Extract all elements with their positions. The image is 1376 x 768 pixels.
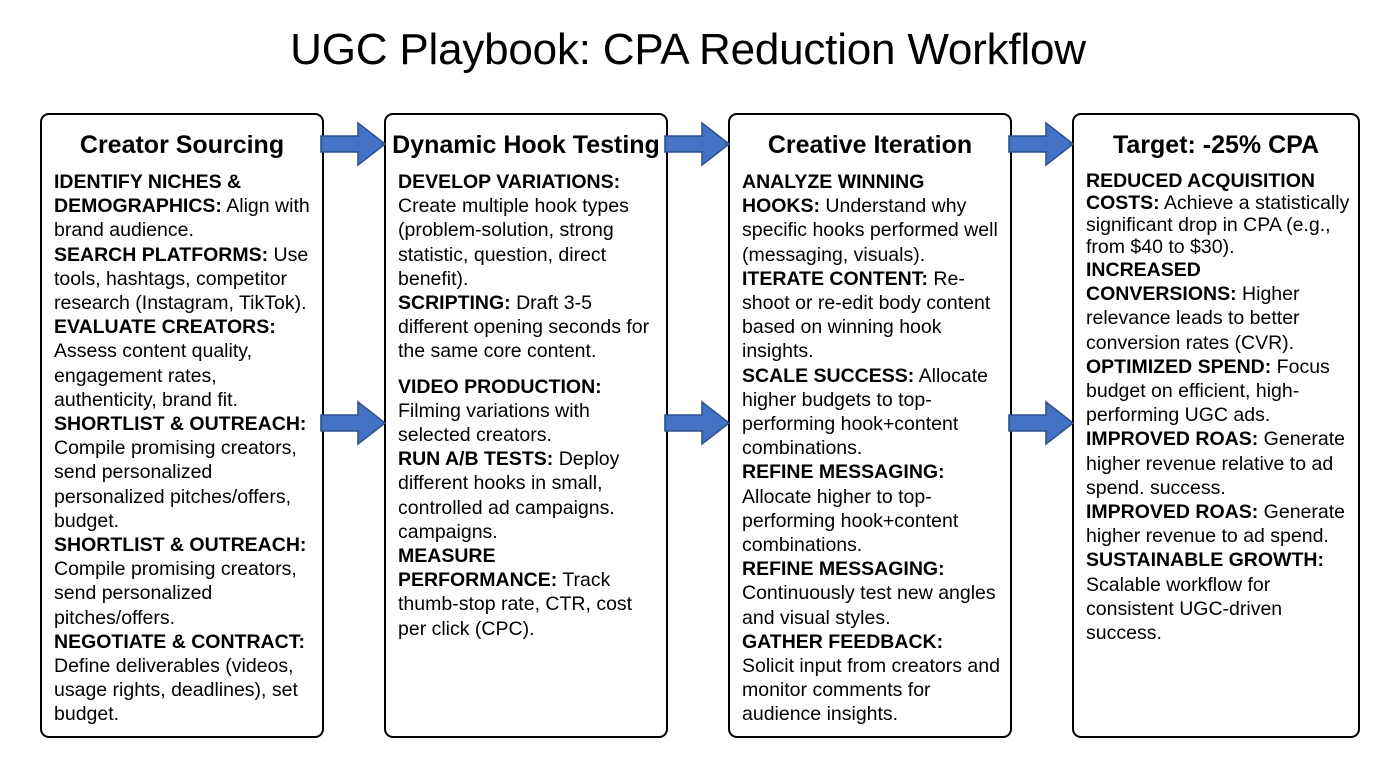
entry-value: Deploy different hooks in small, control… <box>398 448 620 543</box>
stage-entry: VIDEO PRODUCTION: Filming variations wit… <box>398 375 656 448</box>
entry-key: SHORTLIST & OUTREACH: <box>54 413 307 436</box>
entry-key: IDENTIFY NICHES & DEMOGRAPHICS: <box>54 171 242 218</box>
entry-value: Track thumb-stop rate, CTR, cost per cli… <box>398 569 633 640</box>
entry-key: REDUCED ACQUISITION COSTS: <box>1086 170 1315 214</box>
stage-entry: MEASURE PERFORMANCE: Track thumb-stop ra… <box>398 544 656 641</box>
stage-entry: EVALUATE CREATORS: Assess content qualit… <box>54 315 312 412</box>
entry-key: OPTIMIZED SPEND: <box>1086 355 1272 378</box>
right-arrow-icon <box>1008 400 1074 446</box>
stage-entry: SHORTLIST & OUTREACH: Compile promising … <box>54 533 312 630</box>
entry-key: IMPROVED ROAS: <box>1086 428 1259 451</box>
stage-title: Dynamic Hook Testing <box>392 131 660 159</box>
stage-title: Creator Sourcing <box>79 131 285 159</box>
entry-value: Align with brand audience. <box>54 195 310 242</box>
stage-entry: IMPROVED ROAS: Generate higher revenue r… <box>1086 427 1350 500</box>
stage-title: Creative Iteration <box>767 131 973 159</box>
entry-value: Re-shoot or re-edit body content based o… <box>742 267 991 363</box>
entry-key: EVALUATE CREATORS: <box>54 316 276 339</box>
stage-entry: REFINE MESSAGING: Allocate higher to top… <box>742 460 1000 557</box>
entry-value: Generate higher revenue relative to ad s… <box>1086 428 1345 499</box>
entry-key: SUSTAINABLE GROWTH: <box>1086 549 1324 572</box>
entry-key: INCREASED CONVERSIONS: <box>1086 259 1237 306</box>
entry-value: Use tools, hashtags, competitor research… <box>54 243 309 315</box>
stage-entry: INCREASED CONVERSIONS: Higher relevance … <box>1086 258 1350 355</box>
stage-card-creative-iteration[interactable]: Creative Iteration ANALYZE WINNING HOOKS… <box>728 113 1012 738</box>
stage-card-creator-sourcing[interactable]: Creator Sourcing IDENTIFY NICHES & DEMOG… <box>40 113 324 738</box>
stage-title: Target: -25% CPA <box>1112 131 1320 159</box>
entry-key: DEVELOP VARIATIONS: <box>398 171 621 193</box>
stage-entry: IDENTIFY NICHES & DEMOGRAPHICS: Align wi… <box>54 170 312 243</box>
entry-key: RUN A/B TESTS: <box>398 448 554 471</box>
entry-key: REFINE MESSAGING: <box>742 558 945 581</box>
entry-key: MEASURE PERFORMANCE: <box>398 545 558 592</box>
entry-value: Assess content quality, engagement rates… <box>54 340 252 411</box>
stage-entry: OPTIMIZED SPEND: Focus budget on efficie… <box>1086 355 1350 428</box>
stage-entry: SHORTLIST & OUTREACH: Compile promising … <box>54 412 312 533</box>
stage-entry: GATHER FEEDBACK: Solicit input from crea… <box>742 630 1000 727</box>
entry-key: SCALE SUCCESS: <box>742 364 915 387</box>
entry-value: Define deliverables (videos, usage right… <box>54 655 298 726</box>
stage-entry: REFINE MESSAGING: Continuously test new … <box>742 557 1000 630</box>
stage-card-target-cpa[interactable]: Target: -25% CPA REDUCED ACQUISITION COS… <box>1072 113 1360 738</box>
entry-key: ANALYZE WINNING HOOKS: <box>742 171 925 218</box>
entry-spacer <box>398 364 656 375</box>
stage-body: REDUCED ACQUISITION COSTS: Achieve a sta… <box>1074 170 1358 645</box>
entry-key: SEARCH PLATFORMS: <box>54 243 269 266</box>
entry-value: Compile promising creators, send persona… <box>54 558 297 629</box>
stage-entry: REDUCED ACQUISITION COSTS: Achieve a sta… <box>1086 170 1350 258</box>
entry-value: Draft 3-5 different opening seconds for … <box>398 292 650 363</box>
page-title: UGC Playbook: CPA Reduction Workflow <box>290 25 1086 74</box>
stage-entry: DEVELOP VARIATIONS: Create multiple hook… <box>398 170 656 291</box>
entry-key: IMPROVED ROAS: <box>1086 501 1259 524</box>
right-arrow-icon <box>1008 121 1074 167</box>
entry-value: Understand why specific hooks performed … <box>742 195 998 266</box>
stage-entry: SCALE SUCCESS: Allocate higher budgets t… <box>742 364 1000 461</box>
stage-entry: SCRIPTING: Draft 3-5 different opening s… <box>398 291 656 364</box>
entry-value: Scalable workflow for consistent UGC-dri… <box>1086 573 1283 645</box>
right-arrow-icon <box>320 121 386 167</box>
entry-value: Allocate higher to top-performing hook+c… <box>742 485 959 557</box>
entry-value: Achieve a statistically significant drop… <box>1086 192 1350 258</box>
right-arrow-icon <box>664 400 730 446</box>
stage-entry: SEARCH PLATFORMS: Use tools, hashtags, c… <box>54 243 312 316</box>
entry-key: REFINE MESSAGING: <box>742 461 945 484</box>
entry-key: SHORTLIST & OUTREACH: <box>54 534 307 557</box>
entry-value: Solicit input from creators and monitor … <box>742 655 1000 726</box>
stage-entry: NEGOTIATE & CONTRACT: Define deliverable… <box>54 630 312 727</box>
entry-key: SCRIPTING: <box>398 292 511 315</box>
entry-value: Filming variations with selected creator… <box>398 399 590 447</box>
entry-key: NEGOTIATE & CONTRACT: <box>54 630 305 653</box>
entry-value: Create multiple hook types (problem-solu… <box>398 195 629 290</box>
stage-entry: SUSTAINABLE GROWTH: Scalable workflow fo… <box>1086 548 1350 645</box>
stage-body: IDENTIFY NICHES & DEMOGRAPHICS: Align wi… <box>42 170 322 727</box>
entry-value: Compile promising creators, send persona… <box>54 437 297 532</box>
right-arrow-icon <box>320 400 386 446</box>
stage-entry: ANALYZE WINNING HOOKS: Understand why sp… <box>742 170 1000 267</box>
entry-key: ITERATE CONTENT: <box>742 267 928 290</box>
entry-key: GATHER FEEDBACK: <box>742 630 944 653</box>
stage-entry: RUN A/B TESTS: Deploy different hooks in… <box>398 447 656 544</box>
entry-value: Focus budget on efficient, high-performi… <box>1086 355 1330 427</box>
entry-value: Higher relevance leads to better convers… <box>1086 283 1300 354</box>
stage-body: ANALYZE WINNING HOOKS: Understand why sp… <box>730 170 1010 727</box>
stage-body: DEVELOP VARIATIONS: Create multiple hook… <box>386 170 666 641</box>
stage-entry: ITERATE CONTENT: Re-shoot or re-edit bod… <box>742 267 1000 364</box>
entry-value: Generate higher revenue to ad spend. <box>1086 501 1345 548</box>
stage-entry: IMPROVED ROAS: Generate higher revenue t… <box>1086 500 1350 548</box>
entry-key: VIDEO PRODUCTION: <box>398 375 602 398</box>
right-arrow-icon <box>664 121 730 167</box>
entry-value: Continuously test new angles and visual … <box>742 582 996 629</box>
stage-card-dynamic-hook-testing[interactable]: Dynamic Hook Testing DEVELOP VARIATIONS:… <box>384 113 668 738</box>
entry-value: Allocate higher budgets to top-performin… <box>742 364 988 460</box>
